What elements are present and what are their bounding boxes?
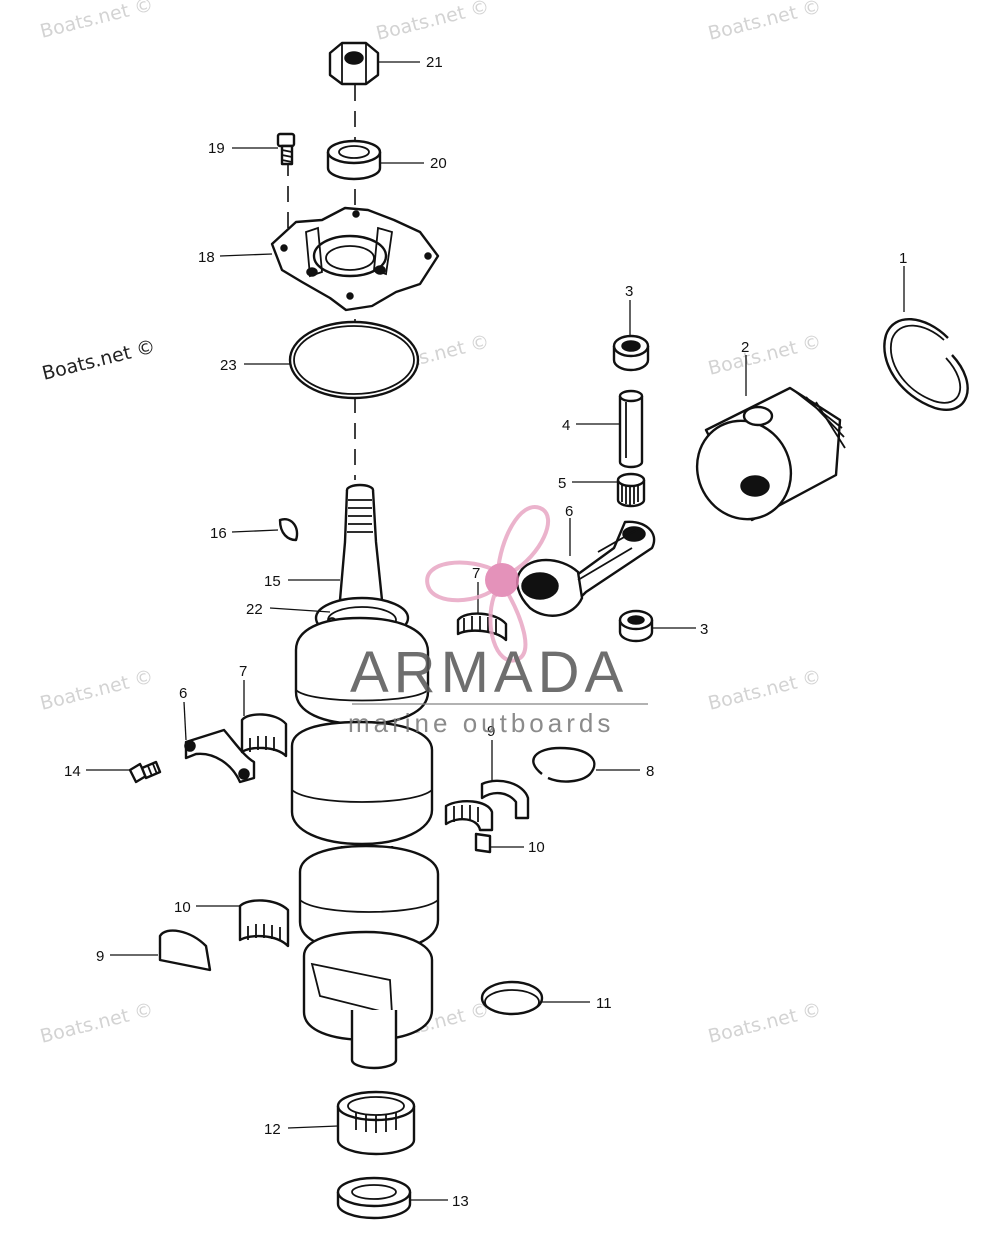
callout-1: 1 xyxy=(899,250,907,267)
part-21-nut xyxy=(328,41,380,86)
part-9-bearing-half-right xyxy=(480,779,530,820)
part-5-needle-bearing xyxy=(616,472,646,508)
part-16-key xyxy=(278,518,299,542)
part-9-bearing-half-left xyxy=(158,929,212,972)
part-19-screw xyxy=(276,132,296,166)
watermark: Boats.net © xyxy=(374,0,492,45)
callout-14: 14 xyxy=(64,763,81,780)
callout-3-lower: 3 xyxy=(700,621,708,638)
part-13-seal xyxy=(336,1176,412,1220)
callout-2: 2 xyxy=(741,339,749,356)
part-7-cage-bearing-left xyxy=(240,713,288,758)
callout-10-right: 10 xyxy=(528,839,545,856)
watermark: Boats.net © xyxy=(706,330,824,379)
watermark: Boats.net © xyxy=(38,665,156,714)
callout-20: 20 xyxy=(430,155,447,172)
watermark: Boats.net © xyxy=(706,998,824,1047)
part-14-bolt xyxy=(128,760,162,784)
part-18-bearing-housing xyxy=(270,206,440,312)
part-10-cage-bearing-left xyxy=(238,899,290,948)
callout-11: 11 xyxy=(596,995,612,1012)
callout-8: 8 xyxy=(646,763,654,780)
part-3-bearing-upper xyxy=(612,334,650,372)
part-7-cage-bearing-rod xyxy=(456,612,508,642)
callout-16: 16 xyxy=(210,525,227,542)
callout-6-rod: 6 xyxy=(565,503,573,520)
logo-name: ARMADA xyxy=(350,640,628,705)
part-1-piston-ring xyxy=(883,318,969,411)
callout-23: 23 xyxy=(220,357,237,374)
leader-lines xyxy=(86,61,905,1201)
part-6-connecting-rod xyxy=(516,520,656,617)
callout-7-left: 7 xyxy=(239,663,247,680)
callout-10-left: 10 xyxy=(174,899,191,916)
callout-3-upper: 3 xyxy=(625,283,633,300)
callouts: 21 20 19 18 23 1 2 3 4 5 6 3 16 15 22 7 … xyxy=(64,54,907,1210)
armada-logo: ARMADA marine outboards xyxy=(348,505,648,738)
part-3-bearing-lower xyxy=(618,609,654,643)
part-11-retaining-ring xyxy=(480,980,544,1016)
part-10-cage-bearing-right xyxy=(444,800,494,854)
part-4-piston-pin xyxy=(618,389,644,469)
part-23-o-ring-inner xyxy=(293,325,415,395)
part-8-snap-ring xyxy=(532,746,596,783)
watermark: Boats.net © xyxy=(706,0,824,45)
part-2-piston xyxy=(695,386,846,522)
callout-7-rod: 7 xyxy=(472,565,480,582)
logo-tagline: marine outboards xyxy=(348,708,614,738)
watermark: Boats.net © xyxy=(38,0,156,43)
callout-19: 19 xyxy=(208,140,225,157)
callout-6-cap: 6 xyxy=(179,685,187,702)
callout-9-right: 9 xyxy=(487,723,495,740)
callout-21: 21 xyxy=(426,54,443,71)
callout-9-left: 9 xyxy=(96,948,104,965)
watermark: Boats.net © xyxy=(38,998,156,1047)
part-23-o-ring xyxy=(288,320,420,400)
part-20-seal xyxy=(326,139,382,181)
part-12-roller-bearing xyxy=(336,1090,416,1156)
callout-22: 22 xyxy=(246,601,263,618)
part-6-rod-cap xyxy=(184,728,256,784)
callout-12: 12 xyxy=(264,1121,281,1138)
callout-18: 18 xyxy=(198,249,215,266)
watermark: Boats.net © xyxy=(706,665,824,714)
callout-13: 13 xyxy=(452,1193,469,1210)
callout-5: 5 xyxy=(558,475,566,492)
callout-4: 4 xyxy=(562,417,570,434)
propeller-icon xyxy=(425,505,551,663)
watermark: Boats.net © xyxy=(40,335,158,384)
part-15-crankshaft xyxy=(290,483,440,1070)
callout-15: 15 xyxy=(264,573,281,590)
